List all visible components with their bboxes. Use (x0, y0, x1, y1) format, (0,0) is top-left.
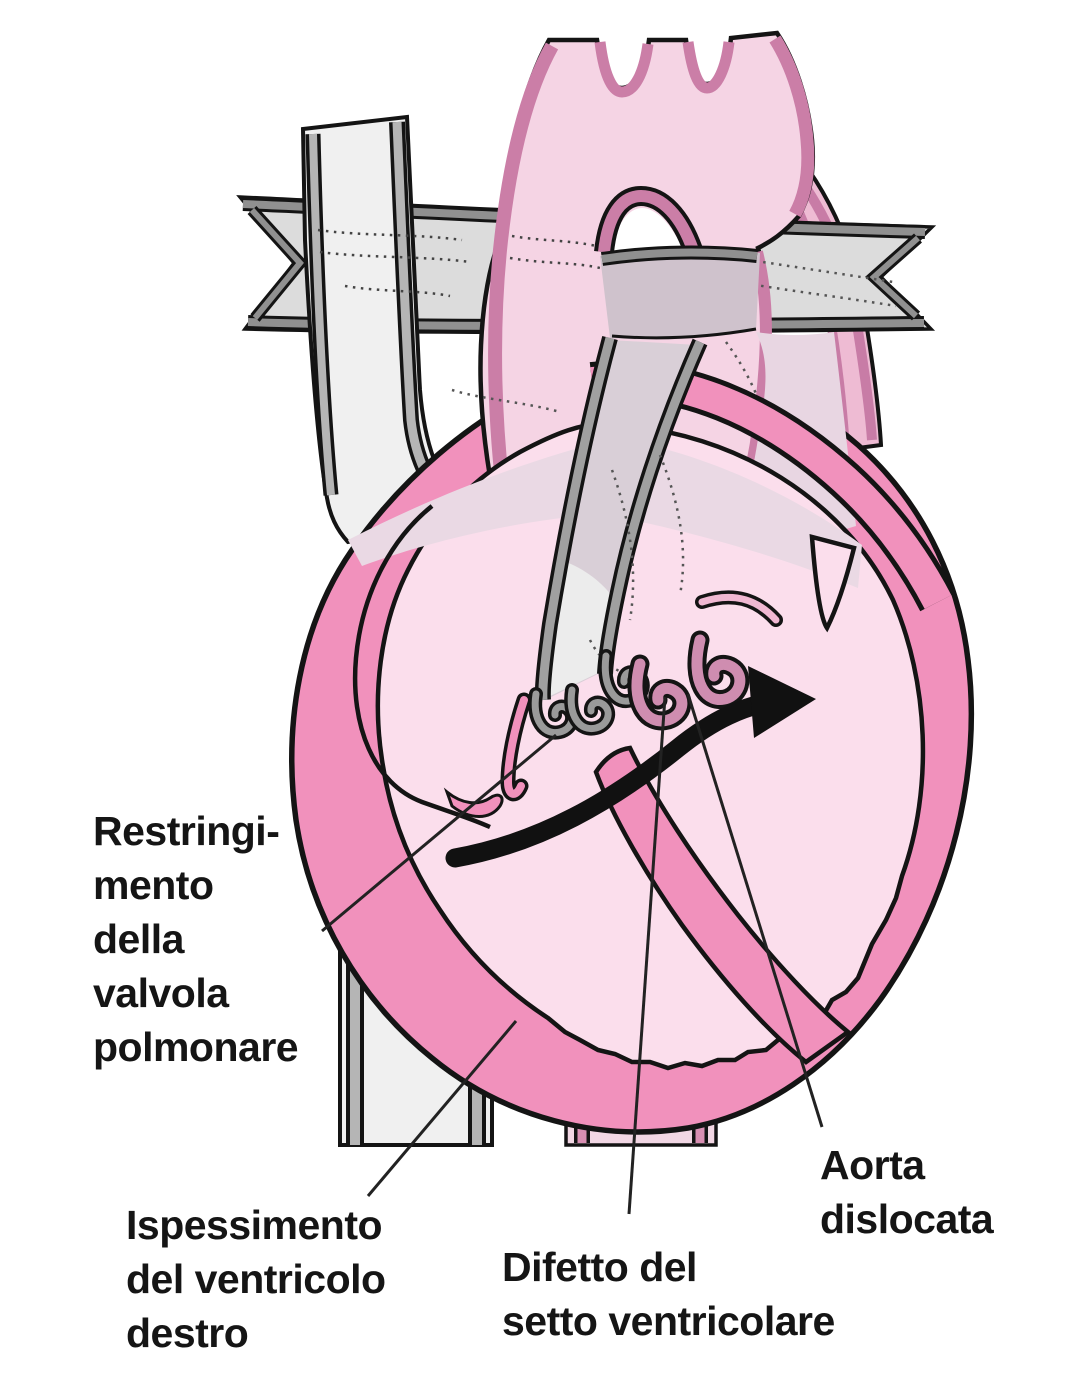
label-line: polmonare (93, 1024, 299, 1070)
label-line: Difetto del (502, 1244, 697, 1290)
label-line: Aorta (820, 1142, 925, 1188)
label-line: del ventricolo (126, 1256, 386, 1302)
label-line: della (93, 916, 184, 962)
label-ventricular-septal-defect: Difetto del setto ventricolare (502, 1240, 835, 1348)
pulmonary-valve-narrowed (528, 649, 650, 740)
right-atrium-wall-line (352, 504, 491, 830)
tricuspid-leaflet (500, 692, 532, 802)
label-right-ventricle-thickening: Ispessimento del ventricolo destro (126, 1198, 386, 1360)
aorta-window (594, 185, 703, 254)
ventricular-septum (593, 745, 852, 1065)
leader-septal-defect (627, 696, 667, 1215)
leader-aorta (686, 693, 824, 1128)
label-line: destro (126, 1310, 249, 1356)
label-line: Ispessimento (126, 1202, 383, 1248)
pulmonary-trunk (534, 245, 760, 701)
label-line: mento (93, 862, 214, 908)
aortic-valve-leaflets (627, 630, 750, 731)
label-pulmonary-valve-narrowing: Restringi- mento della valvola polmonare (93, 804, 299, 1074)
label-line: setto ventricolare (502, 1298, 835, 1344)
leader-right-ventricle (366, 1020, 518, 1197)
label-line: valvola (93, 970, 229, 1016)
mitral-leaflet (695, 590, 783, 627)
leader-pulmonary-valve (321, 733, 557, 933)
label-line: Restringi- (93, 808, 280, 854)
label-line: dislocata (820, 1196, 994, 1242)
leader-lines (321, 693, 824, 1215)
label-displaced-aorta: Aorta dislocata (820, 1138, 994, 1246)
left-atrium-notch (809, 534, 857, 633)
